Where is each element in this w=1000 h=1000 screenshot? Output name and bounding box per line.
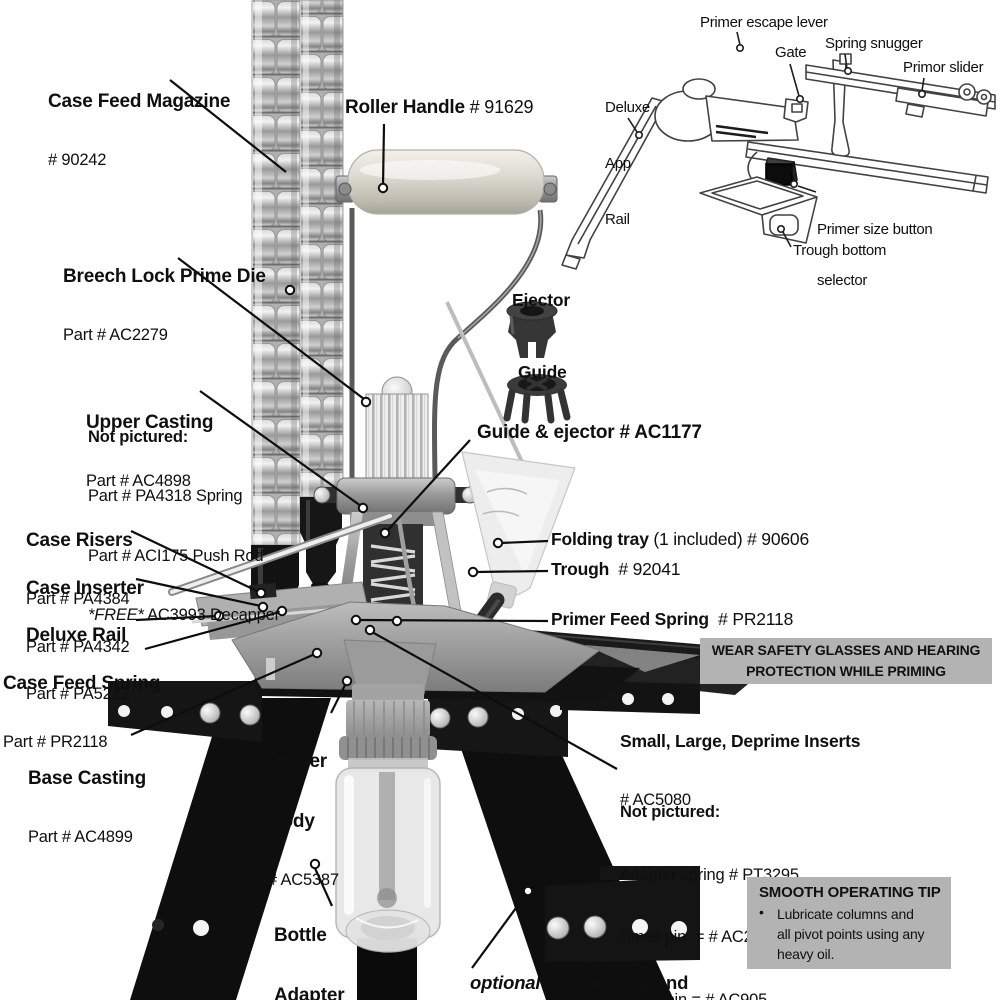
label-spring-snugger: Spring snugger bbox=[825, 35, 923, 52]
label-case-risers: Case Risers Part # PA4384 bbox=[26, 529, 133, 608]
label-case-feed-magazine: Case Feed Magazine # 90242 bbox=[48, 53, 230, 189]
label-breech-lock-prime-die: Breech Lock Prime Die Part # AC2279 Not … bbox=[63, 265, 280, 625]
label-optional-reloading-stand: optional Reloading Stand bbox=[470, 972, 689, 993]
label-case-feed-magazine-part: # 90242 bbox=[48, 150, 107, 169]
label-case-feed-magazine-title: Case Feed Magazine bbox=[48, 90, 231, 112]
base-casting-photo bbox=[231, 601, 640, 702]
label-primer-size-selector: Primer size button selector bbox=[817, 220, 933, 290]
label-not-pictured-right: Not pictured: Adapter spring # PT3295 Sm… bbox=[620, 802, 799, 1000]
label-case-inserter: Case Inserter Part # PA4342 bbox=[26, 577, 144, 656]
leader-lines bbox=[130, 31, 926, 969]
label-upper-casting: Upper Casting Part # AC4898 bbox=[86, 411, 214, 490]
label-primer-escape-lever: Primer escape lever bbox=[700, 14, 828, 31]
label-primor-slider: Primor slider bbox=[903, 59, 984, 76]
ejector-guide-photo bbox=[503, 301, 571, 424]
label-trough: Trough # 92041 bbox=[551, 559, 681, 579]
label-deluxe-rail: Deluxe Rail Part # PA5222 bbox=[26, 624, 130, 703]
bottle-adapter-photo bbox=[335, 684, 441, 953]
press-body-photo bbox=[168, 301, 524, 673]
label-guide: Guide bbox=[518, 362, 567, 382]
label-guide-ejector: Guide & ejector # AC1177 bbox=[477, 422, 702, 443]
bullet-icon: • bbox=[759, 904, 764, 920]
label-deprime-inserts: Small, Large, Deprime Inserts # AC5080 bbox=[620, 730, 861, 810]
label-primer-body: Primer Body # AC5387 bbox=[268, 750, 339, 890]
label-folding-tray: Folding tray (1 included) # 90606 bbox=[551, 529, 809, 549]
label-bottle-adapter: Bottle Adapter # 91151 bbox=[274, 924, 345, 1000]
label-gate: Gate bbox=[775, 44, 807, 61]
safety-warning-box: WEAR SAFETY GLASSES AND HEARING PROTECTI… bbox=[700, 638, 992, 684]
smooth-operating-tip-box: SMOOTH OPERATING TIP • Lubricate columns… bbox=[747, 877, 951, 969]
label-case-feed-spring: Case Feed Spring Part # PR2118 bbox=[3, 672, 161, 751]
label-deluxe-app-rail: Deluxe App Rail bbox=[605, 98, 650, 229]
label-trough-bottom: Trough bottom bbox=[793, 242, 887, 259]
label-ejector: Ejector bbox=[512, 290, 570, 310]
label-base-casting: Base Casting Part # AC4899 bbox=[28, 767, 146, 846]
label-roller-handle: Roller Handle # 91629 bbox=[345, 97, 534, 118]
roller-handle-photo bbox=[335, 149, 558, 498]
label-primer-feed-spring: Primer Feed Spring # PR2118 bbox=[551, 609, 794, 629]
